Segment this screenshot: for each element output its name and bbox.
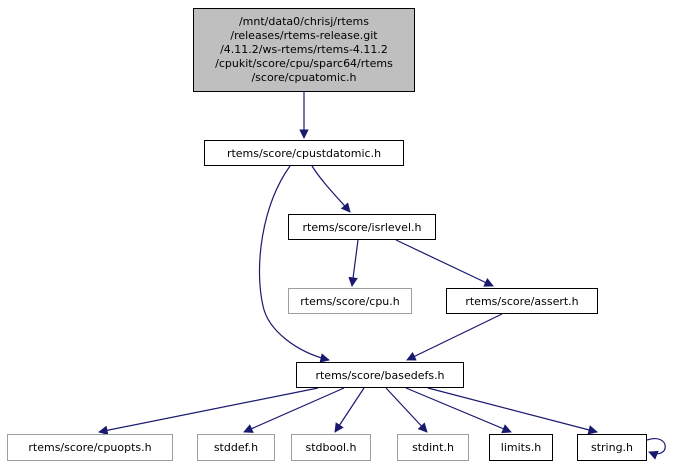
node-stdbool-label: stdbool.h (305, 441, 357, 454)
node-isrlevel-label: rtems/score/isrlevel.h (302, 220, 422, 234)
edge-string-self-loop (646, 438, 666, 460)
node-stddef: stddef.h (197, 434, 275, 461)
node-cpustdatomic[interactable]: rtems/score/cpustdatomic.h (204, 140, 404, 166)
edge-basedefs-cpuopts (98, 387, 319, 436)
node-cpuopts-label: rtems/score/cpuopts.h (28, 441, 152, 454)
node-basedefs[interactable]: rtems/score/basedefs.h (296, 362, 464, 388)
node-cpustdatomic-label: rtems/score/cpustdatomic.h (226, 146, 382, 160)
node-cpuopts: rtems/score/cpuopts.h (7, 434, 173, 461)
edge-basedefs-stddef (243, 387, 345, 433)
node-limits-label: limits.h (500, 441, 542, 454)
node-string[interactable]: string.h (577, 434, 647, 461)
node-cpuatomic-label: /mnt/data0/chrisj/rtems /releases/rtems-… (215, 15, 393, 84)
node-stddef-label: stddef.h (213, 441, 259, 454)
node-string-label: string.h (590, 441, 634, 454)
node-basedefs-label: rtems/score/basedefs.h (315, 368, 445, 382)
edge-isrlevel-assert (395, 239, 494, 287)
edge-basedefs-limits (405, 387, 512, 434)
node-cpu: rtems/score/cpu.h (288, 288, 412, 314)
node-limits[interactable]: limits.h (489, 434, 553, 461)
node-stdint-label: stdint.h (412, 441, 454, 454)
node-isrlevel[interactable]: rtems/score/isrlevel.h (288, 214, 436, 240)
edge-assert-basedefs (406, 313, 503, 361)
node-assert[interactable]: rtems/score/assert.h (446, 288, 598, 314)
edge-cpustdatomic-isrlevel (311, 165, 351, 213)
node-assert-label: rtems/score/assert.h (465, 294, 579, 308)
node-stdint: stdint.h (397, 434, 469, 461)
edge-basedefs-stdbool (334, 387, 365, 433)
edge-basedefs-stdint (385, 387, 428, 433)
node-cpu-label: rtems/score/cpu.h (300, 294, 400, 308)
edge-isrlevel-cpu (348, 239, 359, 287)
edge-cpustdatomic-basedefs (258, 165, 330, 363)
node-stdbool: stdbool.h (291, 434, 371, 461)
node-cpuatomic: /mnt/data0/chrisj/rtems /releases/rtems-… (193, 8, 415, 92)
edge-basedefs-string (427, 387, 598, 435)
